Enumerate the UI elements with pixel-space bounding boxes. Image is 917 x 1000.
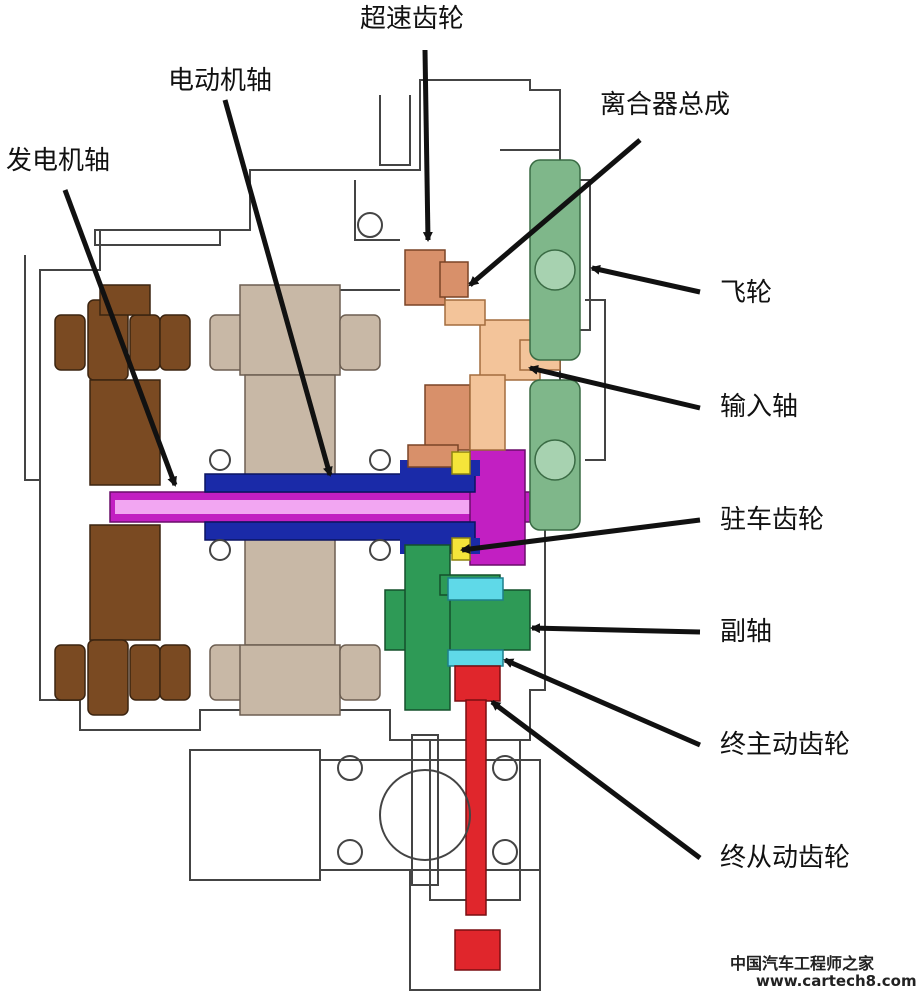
differential [209,212,518,886]
flywheel-label: 飞轮 [720,278,773,308]
cross-section-drawing [24,49,702,991]
clutch-assembly-label: 离合器总成 [600,90,731,120]
parking-gear [451,451,471,561]
final-driven-gear-label: 终从动齿轮 [720,843,851,873]
flywheel [529,159,581,531]
generator-shaft-label: 发电机轴 [6,146,111,176]
powertrain-diagram: 超速齿轮 电动机轴 发电机轴 离合器总成 飞轮 输入轴 驻车齿轮 副轴 终主动齿… [6,4,917,991]
motor-shaft-label: 电动机轴 [168,66,273,96]
generator-shaft [109,449,531,566]
generator-rotor [54,284,191,716]
countershaft-ring [447,649,504,667]
overrunning-gear-label: 超速齿轮 [360,4,465,34]
watermark-text: 中国汽车工程师之家 [730,954,875,973]
final-drive [454,665,501,971]
watermark-url: www.cartech8.com [756,972,917,990]
overrunning-gear [404,249,471,468]
final-drive-gear-label: 终主动齿轮 [720,730,851,760]
countershaft-gear [447,577,504,601]
parking-gear-label: 驻车齿轮 [720,505,825,535]
countershaft-label: 副轴 [720,617,773,647]
motor-stator [209,284,381,716]
leader-arrows [62,49,702,860]
input-shaft-label: 输入轴 [720,392,799,422]
